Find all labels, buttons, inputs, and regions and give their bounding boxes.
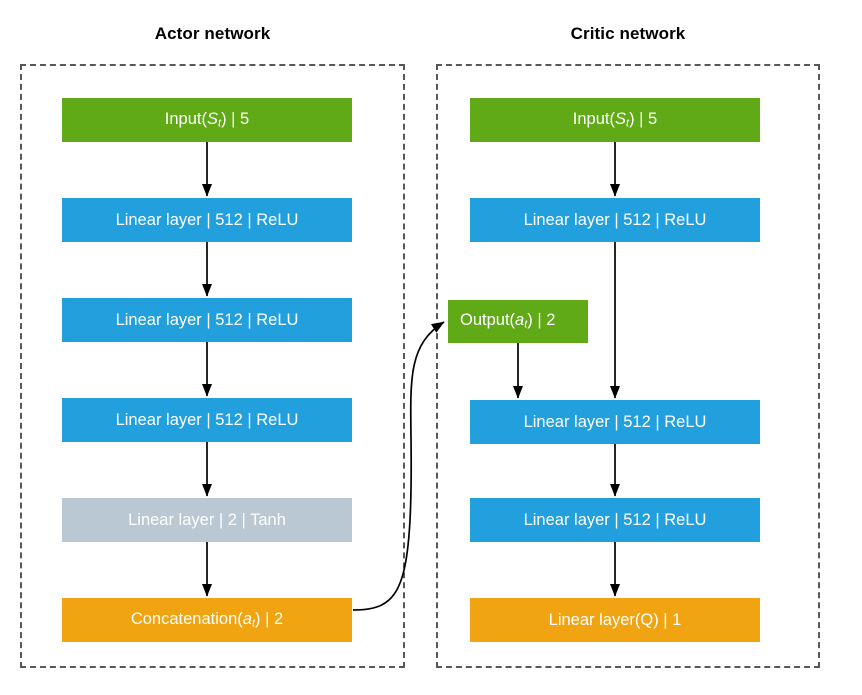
critic-linear-layer-1-node[interactable]: Linear layer | 512 | ReLU: [470, 198, 760, 242]
actor-tanh-layer-label: Linear layer | 2 | Tanh: [128, 510, 286, 529]
actor-linear-layer-2-node[interactable]: Linear layer | 512 | ReLU: [62, 298, 352, 342]
critic-input-node[interactable]: Input(St) | 5: [470, 98, 760, 142]
critic-action-output-node[interactable]: Output(at) | 2: [448, 300, 588, 343]
actor-input-node[interactable]: Input(St) | 5: [62, 98, 352, 142]
actor-linear-layer-2-label: Linear layer | 512 | ReLU: [115, 310, 299, 329]
actor-concatenation-node[interactable]: Concatenation(at) | 2: [62, 598, 352, 642]
critic-linear-layer-2-label: Linear layer | 512 | ReLU: [523, 412, 707, 431]
critic-network-group-box: [436, 64, 820, 668]
actor-linear-layer-1-node[interactable]: Linear layer | 512 | ReLU: [62, 198, 352, 242]
critic-network-title: Critic network: [570, 24, 686, 43]
critic-q-value-node[interactable]: Linear layer(Q) | 1: [470, 598, 760, 642]
critic-linear-layer-3-label: Linear layer | 512 | ReLU: [523, 510, 707, 529]
critic-q-value-label: Linear layer(Q) | 1: [548, 610, 682, 629]
critic-linear-layer-3-node[interactable]: Linear layer | 512 | ReLU: [470, 498, 760, 542]
actor-linear-layer-1-label: Linear layer | 512 | ReLU: [115, 210, 299, 229]
actor-linear-layer-3-label: Linear layer | 512 | ReLU: [115, 410, 299, 429]
critic-linear-layer-2-node[interactable]: Linear layer | 512 | ReLU: [470, 400, 760, 444]
critic-action-output-label: Output(at) | 2: [460, 311, 556, 331]
actor-input-label: Input(St) | 5: [164, 109, 250, 130]
actor-tanh-layer-node[interactable]: Linear layer | 2 | Tanh: [62, 498, 352, 542]
critic-input-label: Input(St) | 5: [572, 109, 658, 130]
actor-concatenation-label: Concatenation(at) | 2: [130, 609, 284, 630]
actor-network-title: Actor network: [154, 24, 271, 43]
actor-linear-layer-3-node[interactable]: Linear layer | 512 | ReLU: [62, 398, 352, 442]
critic-linear-layer-1-label: Linear layer | 512 | ReLU: [523, 210, 707, 229]
actor-network-group-box: [20, 64, 405, 668]
